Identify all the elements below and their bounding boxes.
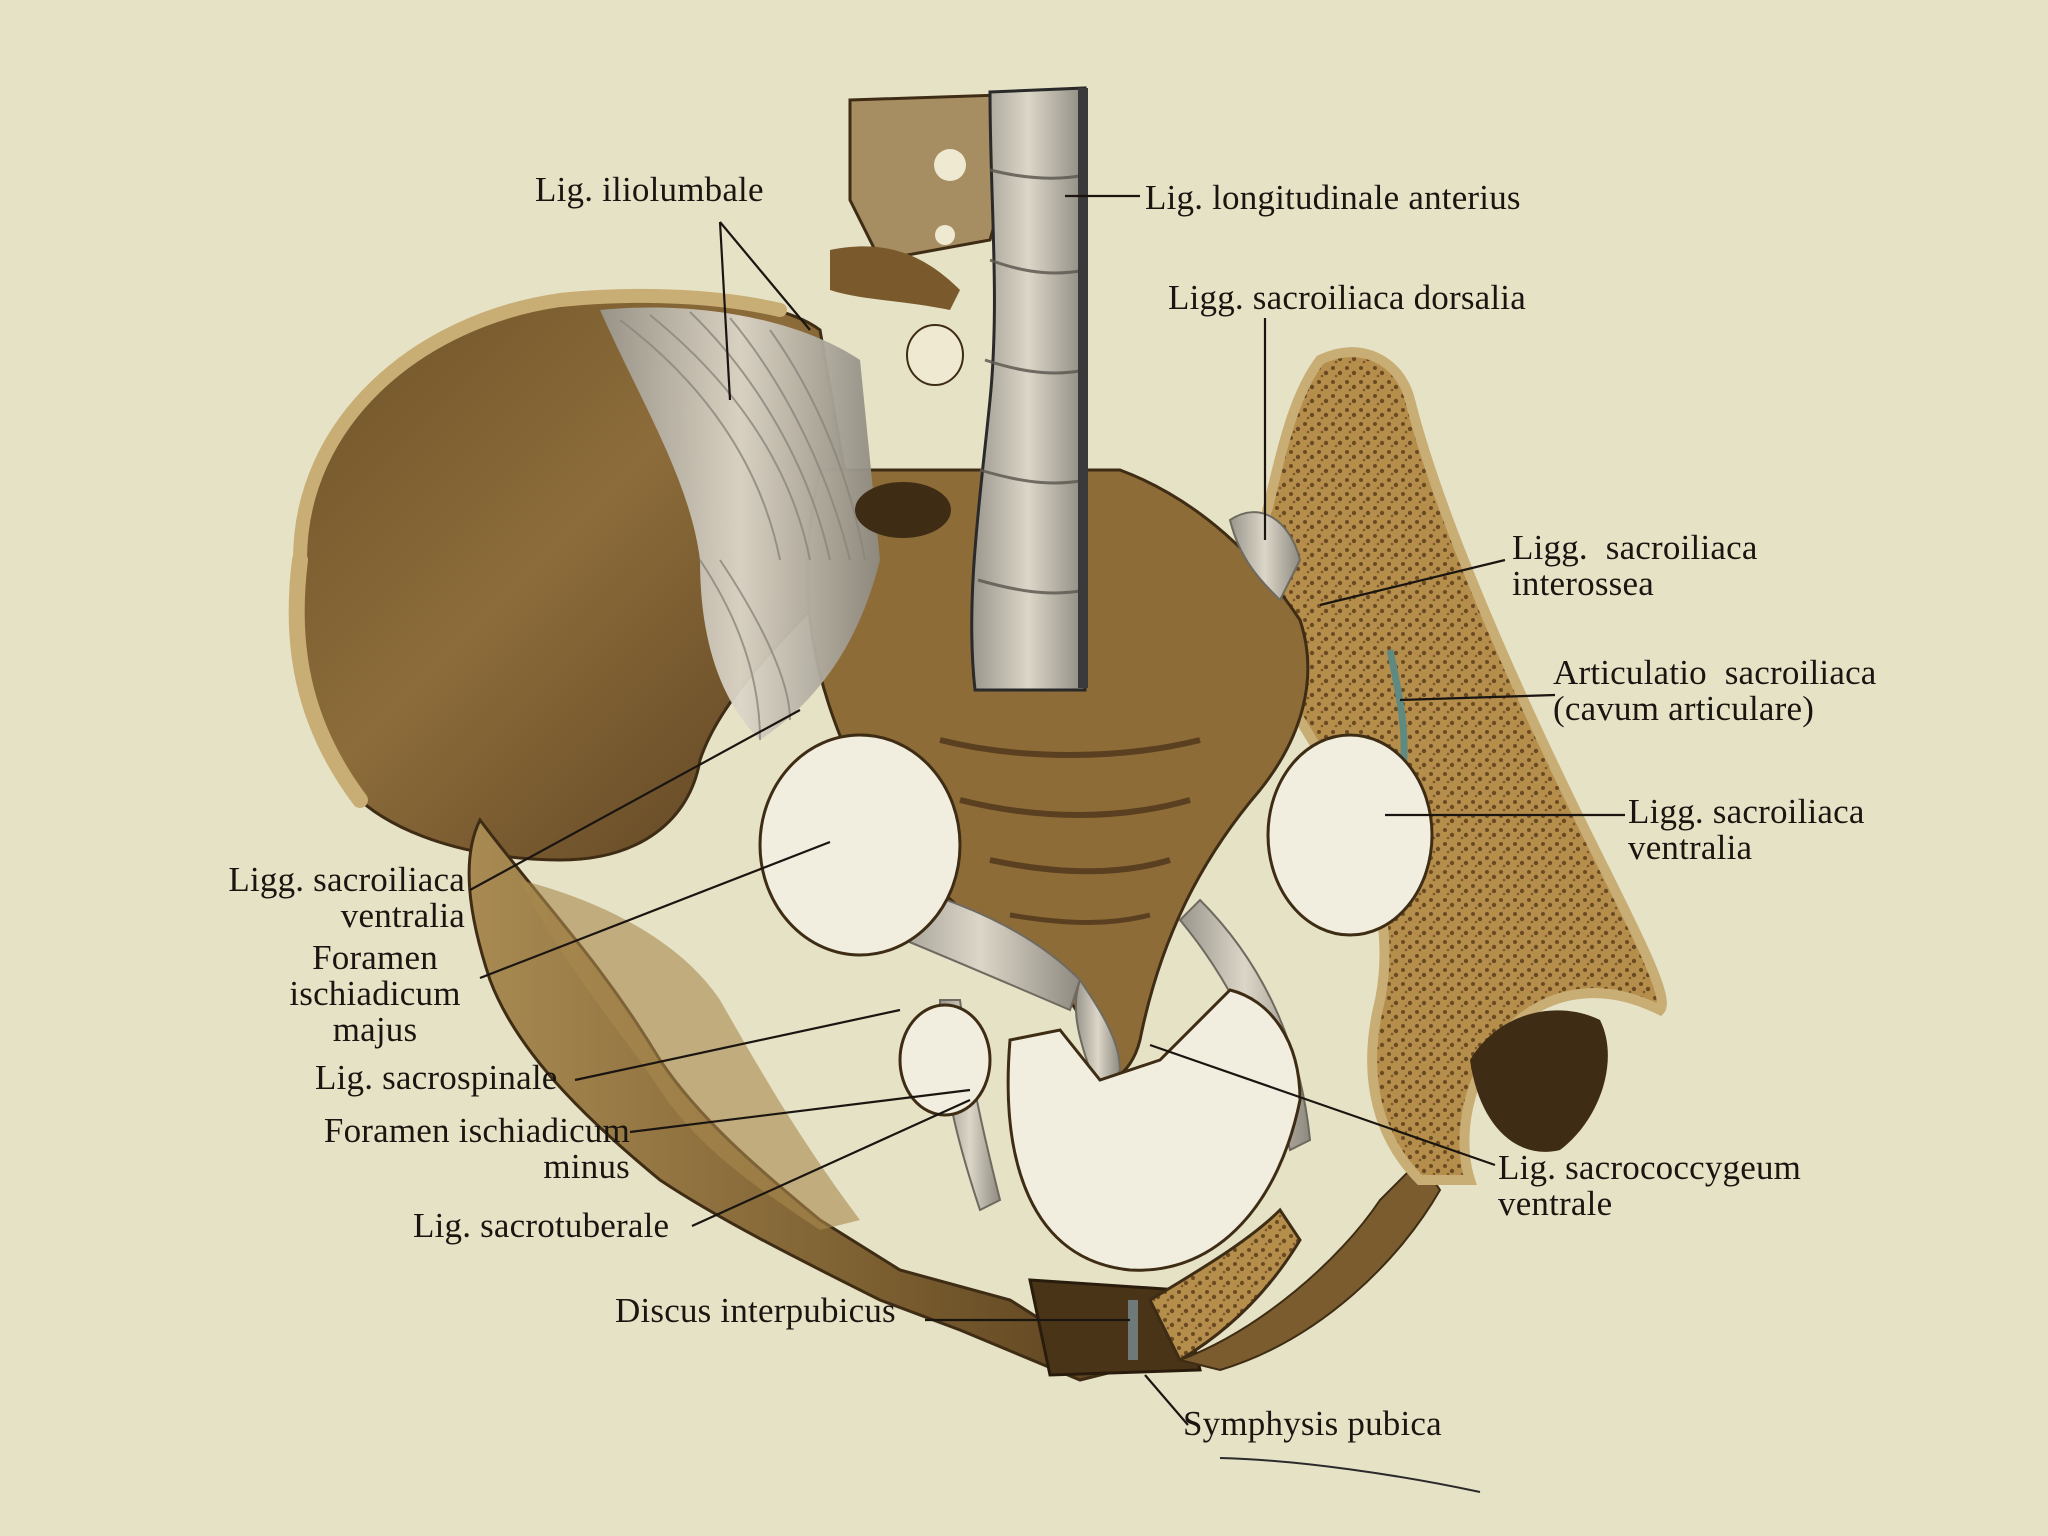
leader-articulatio-sacroiliaca — [1399, 693, 1556, 702]
leader-lig-sacrospinale — [574, 1008, 901, 1082]
lumbar-vertebra — [848, 93, 1012, 262]
pelvic-outlet — [1006, 988, 1302, 1272]
label-lig-sacrococcygeum-ventrale: Lig. sacrococcygeum ventrale — [1498, 1148, 1802, 1223]
right-pubic-ramus — [1148, 1207, 1302, 1363]
label-symphysis-pubica: Symphysis pubica — [1183, 1404, 1442, 1443]
pencil-underline — [1219, 1457, 1481, 1493]
label-lig-iliolumbale: Lig. iliolumbale — [535, 170, 764, 209]
label-lig-sacrospinale: Lig. sacrospinale — [315, 1058, 558, 1097]
label-articulatio-sacroiliaca: Articulatio sacroiliaca (cavum articular… — [1553, 653, 1877, 728]
right-greater-opening — [1266, 733, 1434, 937]
label-ligg-sacroiliaca-dorsalia: Ligg. sacroiliaca dorsalia — [1168, 278, 1526, 317]
label-foramen-ischiadicum-minus: Foramen ischiadicum minus — [323, 1111, 630, 1186]
leader-lig-sacrotuberale — [691, 1098, 971, 1228]
leader-ligg-sacroiliaca-interossea — [1319, 558, 1506, 607]
leader-lines — [469, 194, 1625, 1426]
left-iliac-crest — [293, 288, 787, 567]
leader-ligg-sacroiliaca-ventralia-left — [469, 709, 801, 891]
leader-symphysis-pubica — [1144, 1374, 1189, 1426]
label-foramen-ischiadicum-majus: Foramen ischiadicum majus — [289, 938, 461, 1049]
label-ligg-sacroiliaca-ventralia-right: Ligg. sacroiliaca ventralia — [1628, 792, 1865, 867]
label-ligg-sacroiliaca-interossea: Ligg. sacroiliaca interossea — [1512, 528, 1758, 603]
leader-lig-iliolumbale — [718, 221, 811, 401]
ligament-fan-left — [600, 307, 880, 740]
label-lig-sacrotuberale: Lig. sacrotuberale — [413, 1206, 670, 1245]
left-foramen-ischiadicum-minus — [898, 1003, 992, 1117]
leader-lig-sacrococcygeum-ventrale — [1149, 1043, 1496, 1167]
leader-foramen-ischiadicum-minus — [629, 1088, 971, 1134]
leader-foramen-ischiadicum-majus — [479, 840, 831, 980]
label-discus-interpubicus: Discus interpubicus — [615, 1291, 896, 1330]
label-ligg-sacroiliaca-ventralia-left: Ligg. sacroiliaca ventralia — [228, 860, 465, 935]
lig-longitudinale-anterius-strip — [970, 86, 1087, 692]
left-foramen-ischiadicum-majus — [758, 733, 962, 957]
label-lig-longitudinale-anterius: Lig. longitudinale anterius — [1145, 178, 1521, 217]
